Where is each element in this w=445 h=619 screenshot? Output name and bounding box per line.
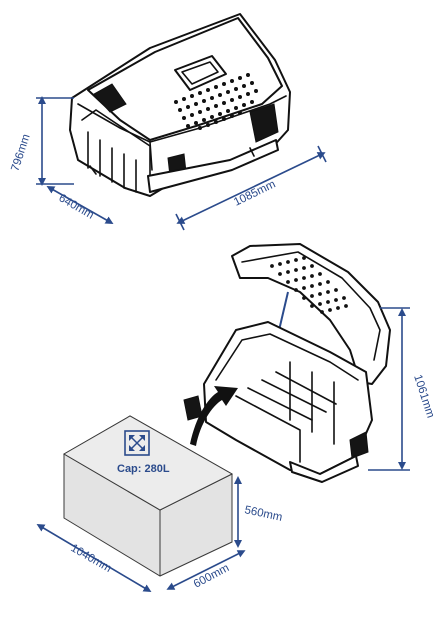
closed-depth-label: 640mm — [57, 192, 96, 222]
box-width-label: 1040mm — [69, 542, 114, 575]
box-height-label: 560mm — [243, 504, 283, 524]
closed-width-label: 1085mm — [232, 178, 277, 208]
closed-case-illustration — [69, 13, 291, 197]
closed-case-depth-dimension: 640mm — [46, 186, 114, 224]
curved-arrow-icon — [190, 386, 238, 446]
closed-case-height-dimension: 796mm — [9, 96, 74, 186]
closed-height-label: 796mm — [9, 133, 32, 173]
box-height-dimension: 560mm — [234, 476, 283, 548]
expand-arrows-icon — [124, 430, 150, 456]
lid-vent-grille — [270, 256, 348, 314]
box-depth-label: 600mm — [192, 562, 232, 591]
open-height-label: 1061mm — [411, 373, 436, 419]
capacity-label: Cap: 280L — [117, 463, 170, 475]
open-case-illustration — [183, 243, 391, 483]
vent-grille — [174, 73, 258, 130]
